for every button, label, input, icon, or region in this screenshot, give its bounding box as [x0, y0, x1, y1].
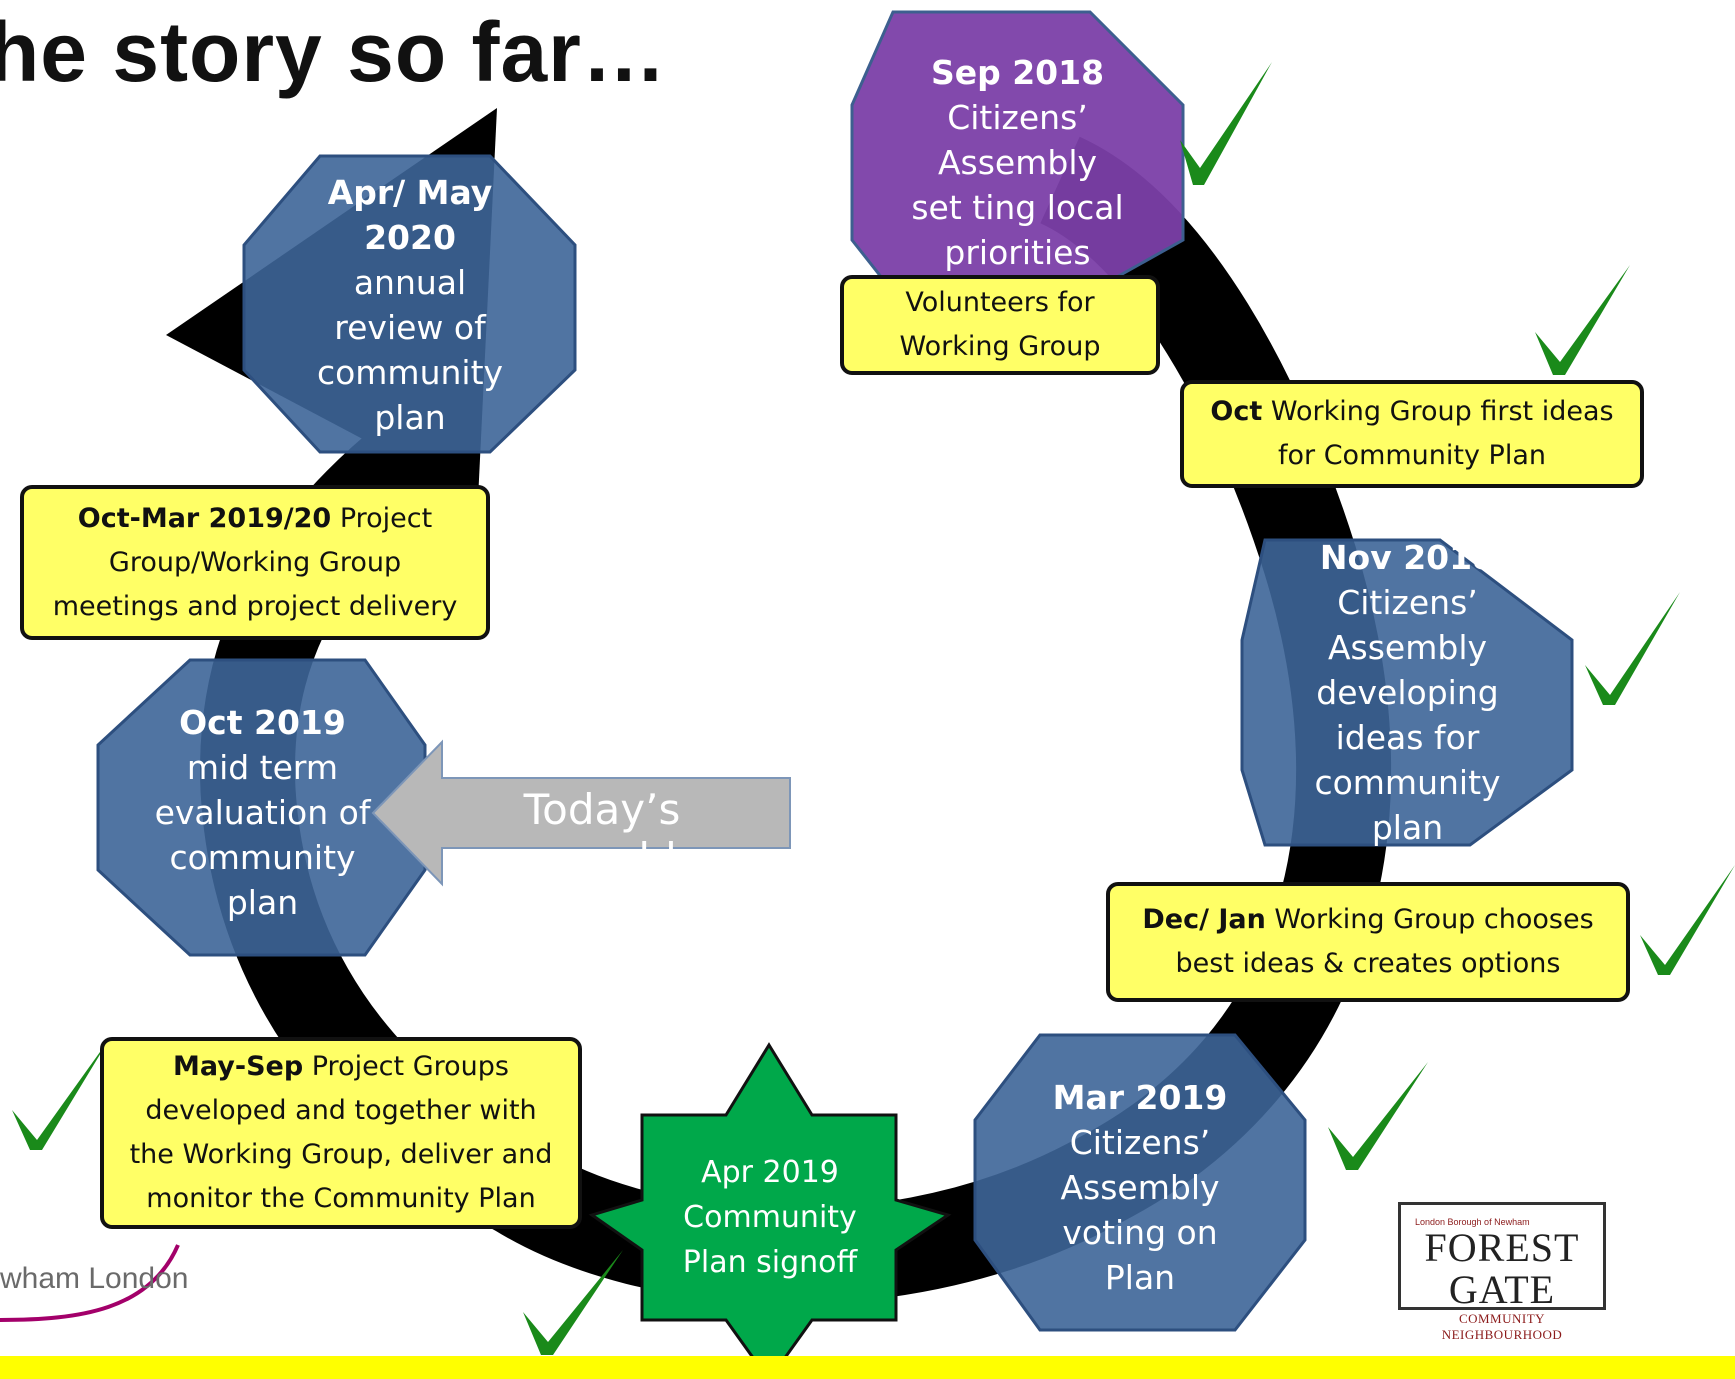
- box-bold: May-Sep: [173, 1051, 304, 1082]
- page-title: he story so far…: [0, 5, 667, 99]
- stage-sep-2018: Sep 2018 Citizens’ Assembly set ting loc…: [880, 50, 1155, 275]
- stage-line: Citizens’: [947, 98, 1088, 137]
- check-icon: [1640, 865, 1735, 975]
- check-icon: [12, 1038, 110, 1150]
- box-dec-jan: Dec/ Jan Working Group chooses best idea…: [1106, 882, 1630, 1002]
- box-line: Project: [331, 502, 433, 534]
- stage-line: Apr 2019: [701, 1155, 839, 1190]
- stage-date: Nov 2018: [1319, 538, 1496, 577]
- star-apr-2019: [588, 1042, 952, 1379]
- stage-line: Plan: [1104, 1258, 1176, 1297]
- box-volunteers: Volunteers for Working Group: [840, 275, 1160, 375]
- stage-line: Citizens’: [1069, 1123, 1211, 1162]
- octagon-nov-2018: [1240, 538, 1574, 847]
- octagon-mar-2019: [973, 1033, 1307, 1332]
- stage-line: Assembly: [937, 143, 1098, 182]
- stage-line: annual: [353, 263, 467, 302]
- newham-logo-swoosh: [0, 1244, 180, 1322]
- logo-big-text: FOREST GATE: [1424, 1225, 1580, 1312]
- stage-line: ideas for: [1335, 718, 1480, 757]
- box-line: Group/Working Group: [108, 546, 402, 578]
- box-line: Project Groups: [303, 1051, 509, 1082]
- box-may-sep: May-Sep Project Groups developed and tog…: [100, 1037, 582, 1229]
- box-line: the Working Group, deliver and: [129, 1139, 553, 1170]
- stage-line: community: [316, 353, 504, 392]
- stage-line: plan: [374, 398, 446, 437]
- today-arrow: [371, 739, 791, 887]
- stage-apr-2019: Apr 2019 Community Plan signoff: [650, 1150, 890, 1285]
- box-line: best ideas & creates options: [1175, 948, 1561, 979]
- check-icon: [1535, 265, 1630, 375]
- stage-date: Mar 2019: [1052, 1078, 1228, 1117]
- stage-line: Community: [683, 1200, 857, 1235]
- logo-small-text: London Borough of Newham: [1415, 1217, 1530, 1227]
- box-line: Working Group first ideas: [1262, 396, 1614, 427]
- today-assembly-label: Today’s assembly: [502, 785, 702, 883]
- stage-line: developing: [1316, 673, 1499, 712]
- box-line: Working Group: [899, 331, 1101, 362]
- box-bold: Oct-Mar 2019/20: [77, 502, 332, 534]
- box-line: Volunteers for: [905, 287, 1095, 318]
- newham-logo: wham London: [0, 1262, 189, 1295]
- footer-band: [0, 1356, 1735, 1379]
- stage-line: priorities: [944, 233, 1091, 272]
- stage-line: community: [169, 838, 356, 877]
- check-icon: [1328, 1062, 1428, 1170]
- stage-line: review of: [334, 308, 486, 347]
- stage-line: Citizens’: [1337, 583, 1478, 622]
- stage-date: Oct 2019: [179, 703, 346, 742]
- box-line: for Community Plan: [1278, 440, 1546, 471]
- forest-gate-logo: London Borough of Newham FOREST GATE COM…: [1398, 1202, 1606, 1342]
- stage-nov-2018: Nov 2018 Citizens’ Assembly developing i…: [1270, 535, 1545, 850]
- stage-line: evaluation of: [154, 793, 371, 832]
- box-oct-mar: Oct-Mar 2019/20 Project Group/Working Gr…: [20, 485, 490, 640]
- octagon-oct-2019: [96, 658, 427, 957]
- box-oct-working-group: Oct Working Group first ideas for Commun…: [1180, 380, 1644, 488]
- box-line: Working Group chooses: [1265, 904, 1594, 935]
- check-icon: [1180, 62, 1272, 185]
- stage-oct-2019: Oct 2019 mid term evaluation of communit…: [130, 700, 395, 925]
- check-icon: [1585, 592, 1680, 705]
- box-bold: Oct: [1210, 396, 1263, 427]
- stage-line: plan: [226, 883, 299, 922]
- stage-line: community: [1314, 763, 1501, 802]
- stage-date: Sep 2018: [930, 53, 1105, 92]
- stage-date: 2020: [364, 218, 456, 257]
- stage-line: Plan signoff: [682, 1245, 858, 1280]
- box-line: developed and together with: [145, 1095, 537, 1126]
- stage-mar-2019: Mar 2019 Citizens’ Assembly voting on Pl…: [1000, 1075, 1280, 1300]
- stage-date: Apr/ May: [327, 173, 493, 212]
- stage-line: voting on: [1062, 1213, 1218, 1252]
- box-line: monitor the Community Plan: [146, 1183, 536, 1214]
- octagon-apr-may-2020: [242, 154, 577, 454]
- stage-line: plan: [1371, 808, 1444, 847]
- stage-line: Assembly: [1060, 1168, 1220, 1207]
- box-line: meetings and project delivery: [52, 590, 458, 622]
- box-bold: Dec/ Jan: [1142, 904, 1266, 935]
- stage-line: set ting local: [911, 188, 1124, 227]
- logo-sub-text: COMMUNITY NEIGHBOURHOOD: [1441, 1311, 1563, 1342]
- stage-line: Assembly: [1327, 628, 1488, 667]
- stage-apr-may-2020: Apr/ May 2020 annual review of community…: [270, 170, 550, 440]
- stage-line: mid term: [186, 748, 339, 787]
